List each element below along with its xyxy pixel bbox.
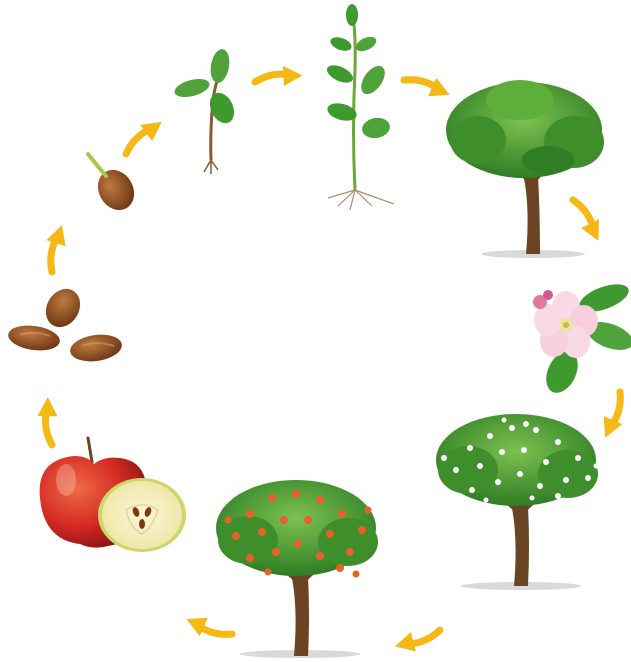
arrow-icon bbox=[36, 396, 60, 446]
arrow-icon bbox=[392, 622, 444, 657]
arrow-icon bbox=[253, 63, 303, 89]
seedling-icon bbox=[324, 4, 394, 210]
flowering-tree-icon bbox=[436, 414, 599, 590]
arrow-icon bbox=[598, 390, 631, 442]
arrow-icon bbox=[40, 223, 70, 274]
arrow-icon bbox=[183, 612, 235, 646]
tree-icon bbox=[446, 80, 604, 258]
germinating-seed-icon bbox=[88, 154, 141, 217]
arrow-icon bbox=[118, 113, 167, 160]
sprout-icon bbox=[173, 48, 239, 174]
arrow-icon bbox=[402, 69, 454, 103]
apple-seeds-icon bbox=[7, 283, 124, 365]
fruiting-tree-icon bbox=[216, 480, 378, 658]
arrow-icon bbox=[566, 194, 608, 245]
apple-fruit-icon bbox=[40, 438, 186, 552]
apple-blossom-icon bbox=[533, 279, 631, 398]
